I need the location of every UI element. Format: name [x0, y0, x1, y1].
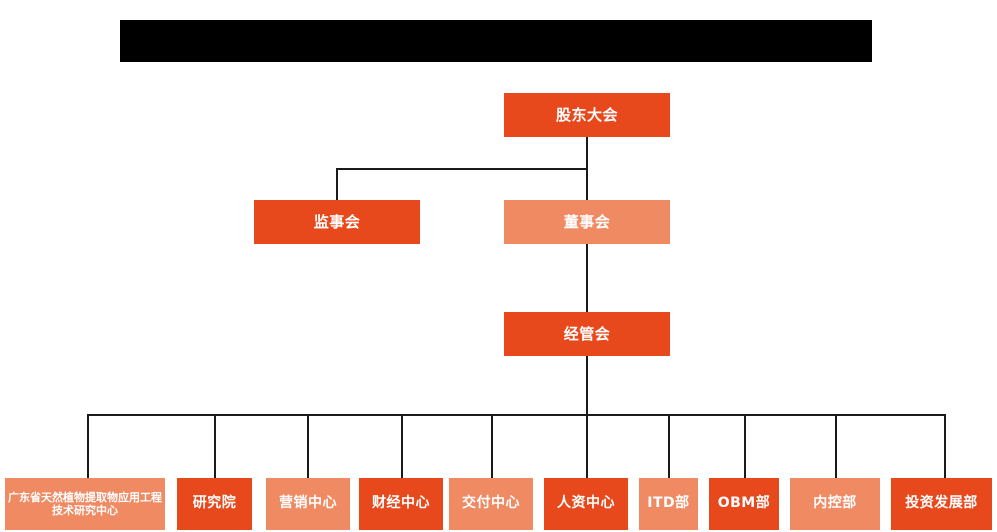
connector-department-bus	[87, 414, 946, 416]
connector-level2-bus	[336, 168, 588, 170]
node-board-of-directors[interactable]: 董事会	[504, 200, 670, 244]
connector-to-department-5	[491, 414, 493, 478]
node-department-marketing-center[interactable]: 营销中心	[266, 478, 350, 530]
connector-management-down	[586, 356, 588, 416]
node-shareholders-meeting[interactable]: 股东大会	[504, 93, 670, 137]
connector-to-department-7	[668, 414, 670, 478]
node-department-guangdong-research-center[interactable]: 广东省天然植物提取物应用工程技术研究中心	[5, 478, 165, 530]
connector-to-department-6	[586, 414, 588, 478]
node-management-committee[interactable]: 经管会	[504, 312, 670, 356]
connector-shareholders-down	[586, 137, 588, 169]
node-department-itd[interactable]: ITD部	[639, 478, 698, 530]
node-department-hr-center[interactable]: 人资中心	[544, 478, 628, 530]
connector-to-board-of-directors	[586, 168, 588, 200]
connector-directors-to-management	[586, 244, 588, 312]
connector-to-department-3	[307, 414, 309, 478]
node-department-internal-control[interactable]: 内控部	[790, 478, 880, 530]
node-department-research-institute[interactable]: 研究院	[177, 478, 252, 530]
redacted-title-bar	[120, 20, 872, 62]
connector-to-department-10	[944, 414, 946, 478]
node-supervisory-board[interactable]: 监事会	[254, 200, 420, 244]
node-department-obm[interactable]: OBM部	[709, 478, 779, 530]
connector-to-supervisory-board	[336, 168, 338, 200]
node-department-delivery-center[interactable]: 交付中心	[449, 478, 533, 530]
connector-to-department-8	[744, 414, 746, 478]
connector-to-department-1	[87, 414, 89, 478]
connector-to-department-4	[401, 414, 403, 478]
connector-to-department-9	[835, 414, 837, 478]
node-department-finance-center[interactable]: 财经中心	[359, 478, 443, 530]
node-department-investment-development[interactable]: 投资发展部	[891, 478, 992, 530]
connector-to-department-2	[214, 414, 216, 478]
